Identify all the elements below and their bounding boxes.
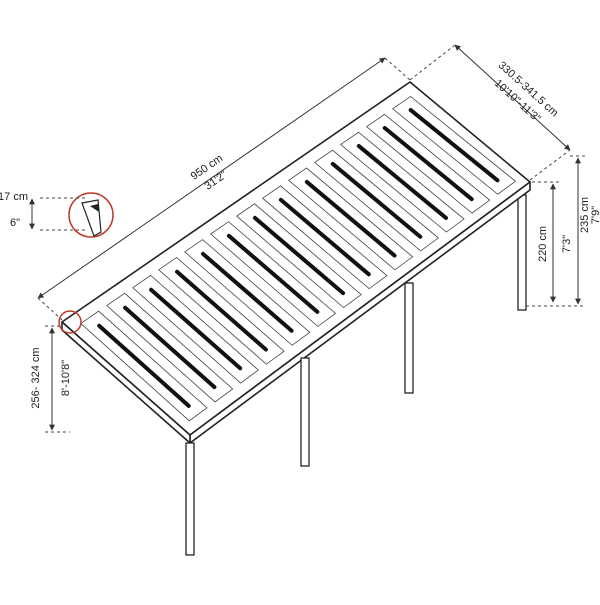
roof-bar — [408, 108, 500, 183]
front-post-1 — [185, 442, 195, 556]
rear-post-right — [517, 194, 527, 311]
low-height-ft-label: 8'-10'8" — [60, 360, 72, 396]
corner-callout-circle — [58, 310, 82, 334]
roof-bar — [382, 126, 474, 202]
profile-detail: 17 cm 6" — [0, 191, 114, 238]
low-height-dimension: 256- 324 cm 8'-10'8" — [30, 325, 72, 433]
mid-height-dimension: 220 cm 7'3" — [532, 181, 573, 303]
roof-panels — [80, 95, 517, 422]
total-height-ft-label: 7'9" — [590, 206, 600, 224]
mid-height-ft-label: 7'3" — [561, 235, 573, 253]
total-height-dimension: 235 cm 7'9" — [526, 155, 600, 307]
roof-bar — [97, 323, 191, 408]
mid-height-cm-label: 220 cm — [537, 226, 549, 262]
low-height-cm-label: 256- 324 cm — [30, 347, 42, 408]
roof-bar — [123, 305, 217, 390]
profile-callout-circle — [68, 192, 114, 238]
total-height-cm-label: 235 cm — [579, 197, 591, 233]
profile-ft-label: 6" — [10, 217, 20, 229]
front-posts — [185, 282, 414, 556]
profile-cm-label: 17 cm — [0, 191, 28, 203]
front-post-3 — [404, 282, 414, 394]
roof-bar — [149, 287, 243, 371]
front-post-2 — [300, 357, 310, 467]
